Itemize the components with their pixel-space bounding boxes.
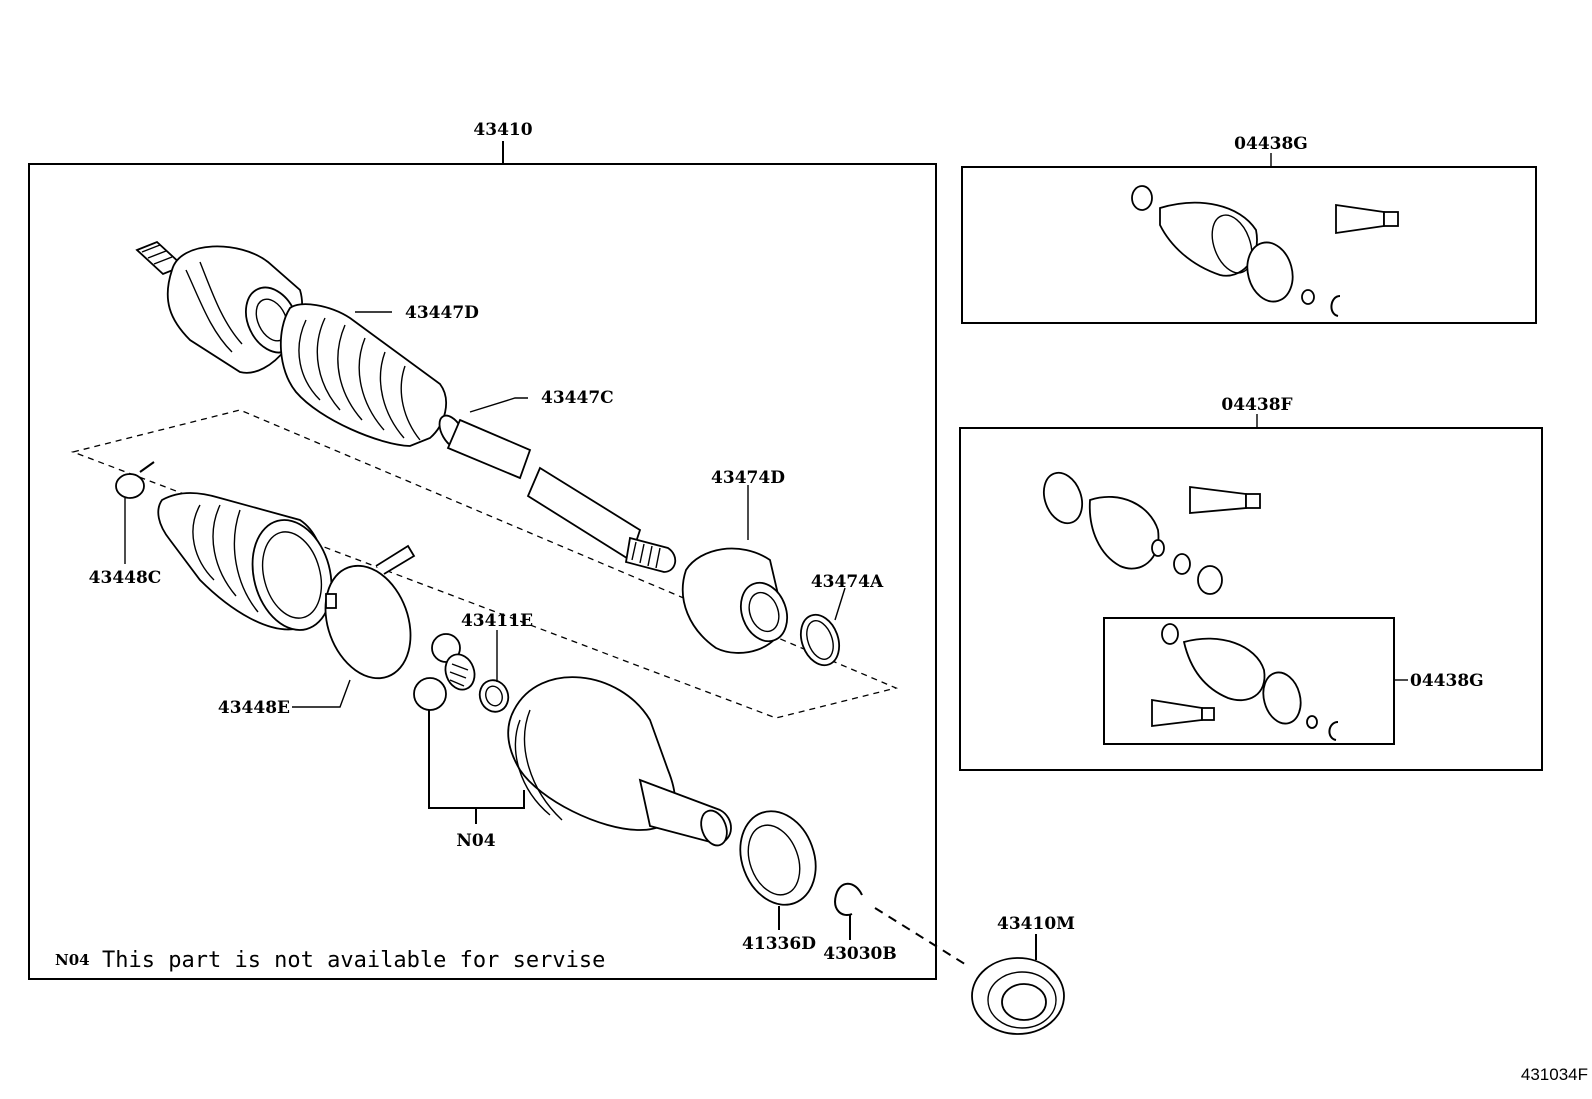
- inner-joint-housing-drawing: [507, 676, 732, 847]
- callout-43474a[interactable]: 43474A: [811, 572, 884, 592]
- diagram-reference-code: 431034F: [1521, 1065, 1588, 1084]
- callout-41336d[interactable]: 41336D: [742, 934, 816, 954]
- kit-04438f-group: 04438F: [959, 395, 1543, 771]
- inner-boot-drawing: [157, 492, 333, 631]
- callout-43411e[interactable]: 43411E: [461, 611, 533, 631]
- callout-43447c[interactable]: 43447C: [541, 388, 614, 408]
- note-code: N04: [55, 951, 90, 969]
- kit-04438g-top-frame: [961, 166, 1537, 324]
- inner-joint-group-outline: [70, 409, 899, 719]
- callout-04438f[interactable]: 04438F: [1221, 395, 1292, 415]
- kit-04438g-top-group: 04438G: [961, 134, 1537, 324]
- hole-snap-ring-drawing: [834, 882, 863, 916]
- main-assembly-group: 43410: [28, 120, 937, 980]
- outer-boot: [279, 303, 447, 447]
- snap-ring-drawing: [478, 679, 510, 713]
- callout-43410[interactable]: 43410: [473, 120, 532, 140]
- callout-04438g-top[interactable]: 04438G: [1234, 134, 1308, 154]
- callout-43030b[interactable]: 43030B: [823, 944, 897, 964]
- damper-clamp-drawing: [799, 613, 841, 667]
- callout-04438g-nested[interactable]: 04438G: [1410, 671, 1484, 691]
- note-text: This part is not available for servise: [102, 948, 605, 973]
- callout-n04[interactable]: N04: [456, 831, 495, 851]
- callout-43447d[interactable]: 43447D: [405, 303, 479, 323]
- kit-04438g-nested-group: 04438G: [1103, 617, 1484, 745]
- large-clamp-drawing: [324, 544, 416, 680]
- small-clamp-drawing: [115, 461, 155, 499]
- main-assembly-frame: [28, 163, 937, 980]
- dust-seal-drawing: [739, 810, 817, 906]
- bearing-guide-line: [874, 907, 969, 967]
- kit-04438f-frame: [959, 427, 1543, 771]
- kit-04438g-nested-frame: [1103, 617, 1395, 745]
- bearing-drawing: [971, 957, 1065, 1035]
- callout-43410m[interactable]: 43410M: [997, 914, 1075, 934]
- leader-lines: [124, 311, 1037, 960]
- driveshaft-drawing: [135, 240, 677, 573]
- tripod-joint-drawing: [413, 633, 476, 711]
- damper-drawing: [681, 547, 788, 654]
- callout-43448e[interactable]: 43448E: [218, 698, 290, 718]
- callout-43474d[interactable]: 43474D: [711, 468, 785, 488]
- callout-43448c[interactable]: 43448C: [89, 568, 162, 588]
